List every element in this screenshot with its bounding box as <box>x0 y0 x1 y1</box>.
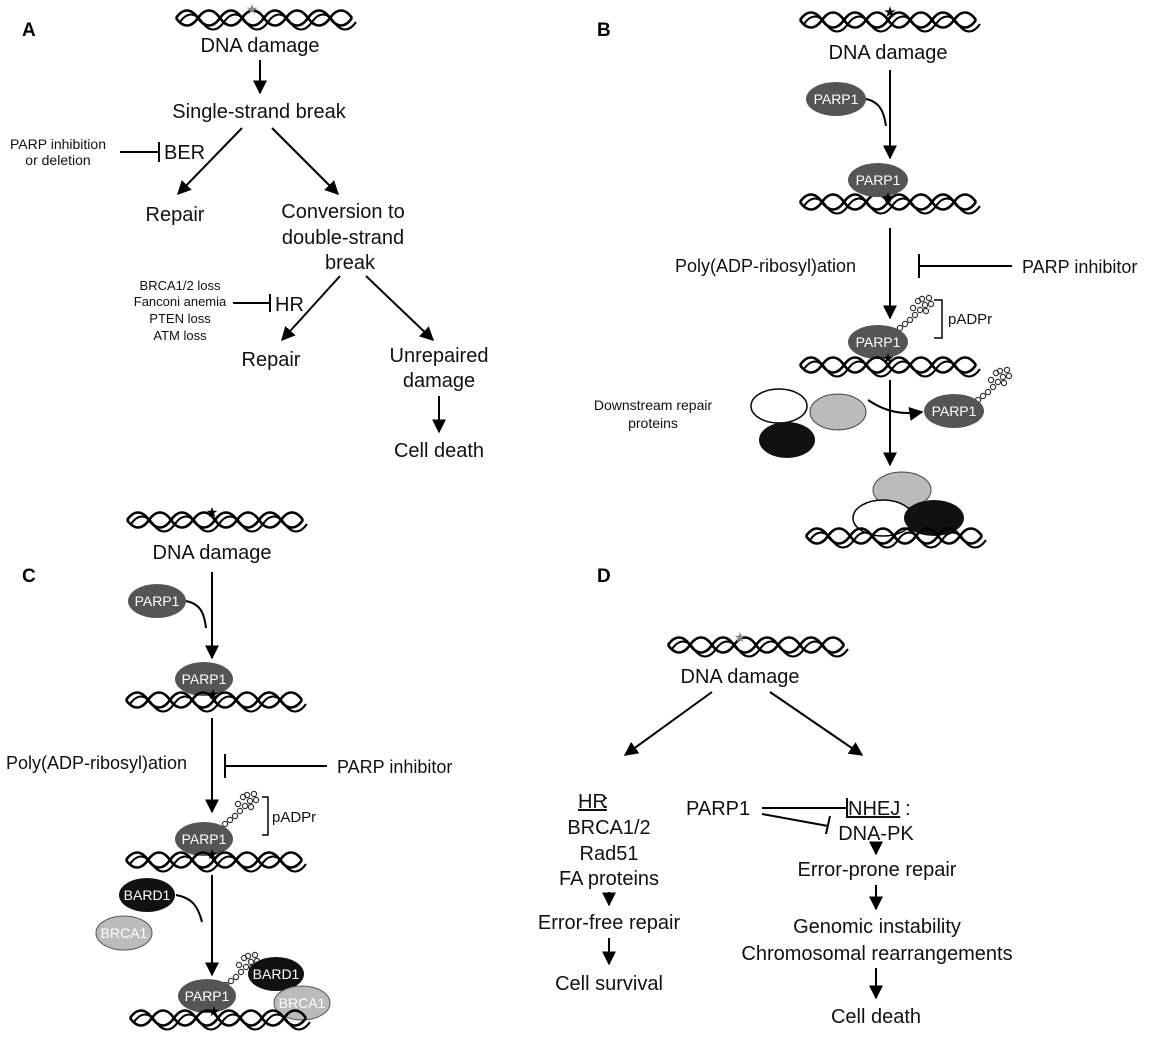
d-chromosomal: Chromosomal rearrangements <box>741 943 1012 965</box>
b-downstream-1: Downstream repair <box>594 397 713 413</box>
damage-star-icon: ★ <box>734 629 747 645</box>
a-unrepaired-1: Unrepaired <box>390 345 489 367</box>
b-poly-adp: Poly(ADP-ribosyl)ation <box>675 256 856 276</box>
brca1-ellipse <box>273 985 331 1021</box>
a-repair-2: Repair <box>242 349 301 371</box>
d-nhej-heading: NHEJ <box>848 798 900 820</box>
damage-star-icon: ★ <box>246 1 259 17</box>
d-cell-death: Cell death <box>831 1006 921 1028</box>
a-hr: HR <box>275 294 304 316</box>
parp1-ellipse <box>175 662 233 696</box>
d-error-prone: Error-prone repair <box>798 859 957 881</box>
a-conversion-3: break <box>325 252 376 274</box>
b-parp1-1: PARP1 <box>814 91 859 107</box>
panel-c: C ★ DNA damage PARP1 PARP1 ★ Poly(ADP-ri… <box>6 504 452 1031</box>
a-conversion-1: Conversion to <box>281 201 404 223</box>
parp1-ellipse <box>178 979 236 1013</box>
parp1-ellipse <box>848 163 908 197</box>
d-rad51: Rad51 <box>580 843 639 865</box>
b-padpr: pADPr <box>948 311 992 328</box>
panel-c-letter: C <box>22 566 36 587</box>
d-parp1: PARP1 <box>686 798 750 820</box>
c-poly-adp: Poly(ADP-ribosyl)ation <box>6 753 187 773</box>
padpr-chain <box>221 790 260 828</box>
damage-star-icon: ★ <box>882 189 895 205</box>
a-dna-damage: DNA damage <box>201 35 320 57</box>
parp1-ellipse <box>806 82 866 116</box>
c-parp1-3: PARP1 <box>182 831 227 847</box>
b-downstream-2: proteins <box>628 415 678 431</box>
b-parp-inhibitor: PARP inhibitor <box>1022 257 1137 277</box>
d-cell-survival: Cell survival <box>555 973 663 995</box>
a-pten-loss: PTEN loss <box>149 311 211 326</box>
a-single-strand-break: Single-strand break <box>172 101 346 123</box>
d-genomic: Genomic instability <box>793 916 961 938</box>
grey-protein <box>809 393 867 431</box>
bard1-ellipse <box>119 878 175 912</box>
d-dna-pk: DNA-PK <box>838 823 914 845</box>
b-parp1-4: PARP1 <box>932 403 977 419</box>
padpr-chain <box>896 294 935 332</box>
d-error-free: Error-free repair <box>538 912 681 934</box>
black-protein <box>904 500 964 536</box>
d-hr-colon: : <box>603 791 609 813</box>
d-dna-damage: DNA damage <box>681 666 800 688</box>
parp1-ellipse <box>848 325 908 359</box>
c-parp1-1: PARP1 <box>135 593 180 609</box>
panel-d: D ★ DNA damage HR : BRCA1/2 Rad51 FA pro… <box>538 566 1013 1028</box>
dna-helix <box>174 9 358 31</box>
c-parp1-2: PARP1 <box>182 671 227 687</box>
b-parp1-2: PARP1 <box>856 172 901 188</box>
white-protein <box>750 388 808 424</box>
a-unrepaired-2: damage <box>403 370 475 392</box>
c-padpr: pADPr <box>272 809 316 826</box>
a-atm-loss: ATM loss <box>153 328 207 343</box>
damage-star-icon: ★ <box>206 504 219 520</box>
damage-star-icon: ★ <box>882 350 895 366</box>
a-conversion-2: double-strand <box>282 227 404 249</box>
c-dna-damage: DNA damage <box>153 542 272 564</box>
damage-star-icon: ★ <box>207 686 220 702</box>
c-parp-inhibitor: PARP inhibitor <box>337 757 452 777</box>
c-brca1-1: BRCA1 <box>101 925 148 941</box>
a-fanconi: Fanconi anemia <box>134 294 227 309</box>
parp1-ellipse <box>128 584 186 618</box>
c-bard1-1: BARD1 <box>124 887 171 903</box>
panel-b: B ★ DNA damage PARP1 PARP1 ★ Poly(ADP-ri… <box>594 4 1137 549</box>
damage-star-icon: ★ <box>883 4 896 21</box>
parp1-ellipse <box>924 394 984 428</box>
damage-star-icon: ★ <box>206 846 219 862</box>
c-bard1-2: BARD1 <box>253 966 300 982</box>
damage-star-icon: ★ <box>208 1003 221 1019</box>
parp1-ellipse <box>175 822 233 856</box>
d-nhej-colon: : <box>905 798 911 820</box>
d-hr-heading: HR <box>578 791 607 813</box>
a-cell-death: Cell death <box>394 440 484 462</box>
c-brca1-2: BRCA1 <box>279 995 326 1011</box>
panel-d-letter: D <box>597 566 611 587</box>
a-parp-deletion: or deletion <box>25 152 90 168</box>
a-repair-1: Repair <box>146 204 205 226</box>
padpr-chain <box>974 366 1013 404</box>
panel-a: A ★ DNA damage Single-strand break PARP … <box>10 1 488 462</box>
a-brca-loss: BRCA1/2 loss <box>140 278 221 293</box>
panel-a-letter: A <box>22 20 36 41</box>
dna-helix <box>666 636 850 658</box>
d-fa-proteins: FA proteins <box>559 868 659 890</box>
a-parp-inhibition: PARP inhibition <box>10 136 106 152</box>
black-protein <box>759 422 815 458</box>
c-parp1-4: PARP1 <box>185 988 230 1004</box>
d-brca12: BRCA1/2 <box>567 817 650 839</box>
a-ber: BER <box>164 142 205 164</box>
b-parp1-3: PARP1 <box>856 334 901 350</box>
bard1-ellipse <box>248 957 304 991</box>
brca1-ellipse <box>95 915 153 951</box>
panel-b-letter: B <box>597 20 611 41</box>
b-dna-damage: DNA damage <box>829 42 948 64</box>
